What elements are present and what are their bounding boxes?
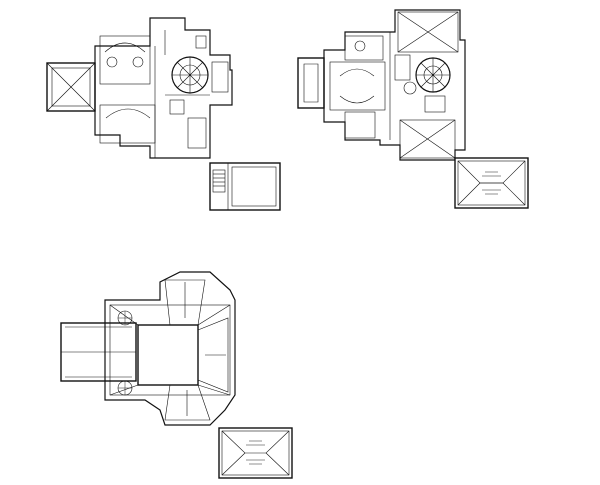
garage-roof-plan — [218, 427, 293, 479]
main-roof-plan — [60, 271, 236, 426]
garage-annex-plan — [209, 162, 281, 211]
ground-floor-plan — [46, 17, 233, 159]
upper-floor-plan — [297, 9, 466, 161]
upper-roof-detail — [454, 157, 529, 209]
